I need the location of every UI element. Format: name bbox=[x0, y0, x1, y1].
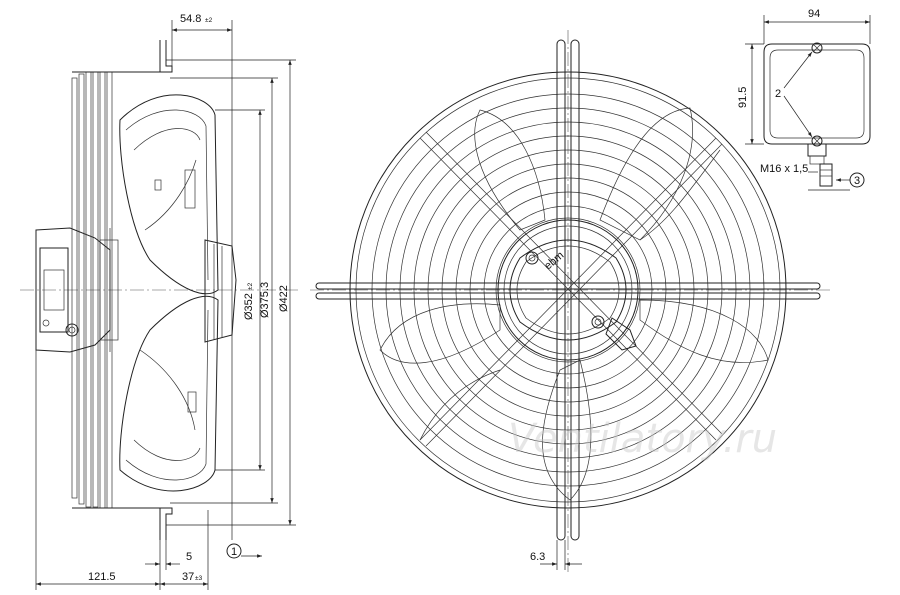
dim-54-8-tol: ±2 bbox=[205, 17, 213, 24]
motor-housing bbox=[35, 227, 237, 353]
dim-54-8-label: 54.8 bbox=[180, 13, 201, 25]
watermark: Ventilatory.ru bbox=[508, 416, 777, 462]
dim-37-tol: ±3 bbox=[195, 575, 203, 582]
dim-91-5-label: 91.5 bbox=[737, 87, 749, 108]
callout-1-circle bbox=[226, 543, 242, 559]
cable-gland bbox=[605, 317, 637, 351]
dim-diameters: Ø352 ±2 Ø375.3 Ø422 bbox=[166, 59, 296, 540]
screw-icon bbox=[591, 315, 605, 329]
dim-bottom: 121.5 5 37 ±3 1 bbox=[35, 350, 262, 590]
callout-2-label: 2 bbox=[775, 88, 781, 100]
front-blades bbox=[379, 107, 769, 501]
dim-375-label: Ø375.3 bbox=[259, 282, 271, 318]
dim-6-3-label: 6.3 bbox=[530, 551, 545, 563]
side-blades bbox=[119, 94, 219, 492]
terminal-box-detail: 94 91.5 2 M16 x 1,5 3 bbox=[737, 8, 871, 191]
guard-spokes bbox=[315, 39, 821, 541]
screw-icon bbox=[811, 42, 823, 54]
front-view: ebm 6.3 bbox=[310, 30, 830, 575]
dim-94-label: 94 bbox=[808, 8, 820, 20]
guard-rings bbox=[349, 71, 787, 509]
dim-352-tol: ±2 bbox=[247, 282, 254, 290]
side-guard-bars bbox=[71, 71, 165, 509]
screw-icon bbox=[525, 251, 539, 265]
side-view: 54.8 ±2 Ø352 ±2 Ø375.3 Ø422 bbox=[20, 13, 300, 590]
callout-3-label: 3 bbox=[854, 175, 860, 187]
hub-logo: ebm bbox=[542, 249, 566, 272]
screw-icon bbox=[811, 135, 823, 147]
dim-6-3: 6.3 bbox=[530, 540, 582, 570]
dim-352-label: Ø352 bbox=[243, 293, 255, 320]
callout-1-label: 1 bbox=[231, 546, 237, 558]
dim-37-label: 37 bbox=[182, 571, 194, 583]
dim-5-label: 5 bbox=[186, 551, 192, 563]
dim-422-label: Ø422 bbox=[278, 285, 290, 312]
thread-label: M16 x 1,5 bbox=[760, 163, 808, 175]
dim-121-5-label: 121.5 bbox=[88, 571, 116, 583]
dim-54-8: 54.8 ±2 bbox=[171, 13, 233, 70]
